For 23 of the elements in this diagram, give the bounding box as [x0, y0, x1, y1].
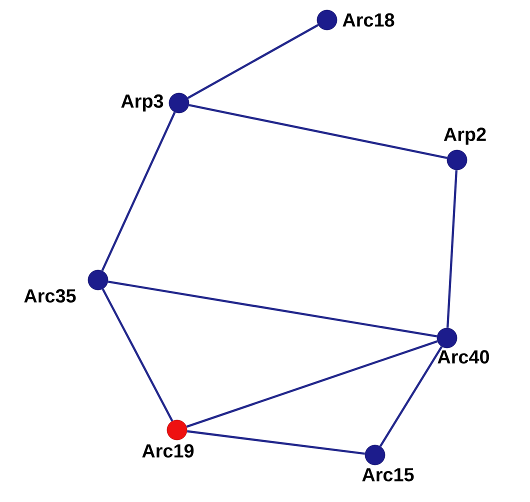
- edge-line: [446, 170, 458, 328]
- network-node: [436, 328, 458, 348]
- node-label: Arc35: [24, 289, 76, 303]
- network-node: [446, 150, 468, 170]
- edge-line: [108, 280, 438, 338]
- network-node: [88, 270, 108, 290]
- node-label: Arc18: [342, 13, 394, 27]
- node-label: Arc40: [438, 350, 490, 364]
- network-node: [316, 10, 338, 30]
- edge-line: [102, 288, 174, 422]
- network-node: [364, 444, 386, 466]
- network-node: [166, 420, 188, 440]
- edge-line: [101, 112, 176, 272]
- node-label: Arp3: [121, 94, 164, 112]
- edge-line: [187, 24, 319, 99]
- node-label: Arc15: [362, 468, 414, 482]
- edge-line: [186, 340, 438, 428]
- node-label: Arc19: [142, 444, 194, 458]
- edge-line: [188, 104, 448, 160]
- node-label: Arp2: [444, 128, 486, 145]
- edge-line: [186, 430, 366, 455]
- edge-line: [379, 346, 443, 447]
- network-node: [168, 92, 190, 114]
